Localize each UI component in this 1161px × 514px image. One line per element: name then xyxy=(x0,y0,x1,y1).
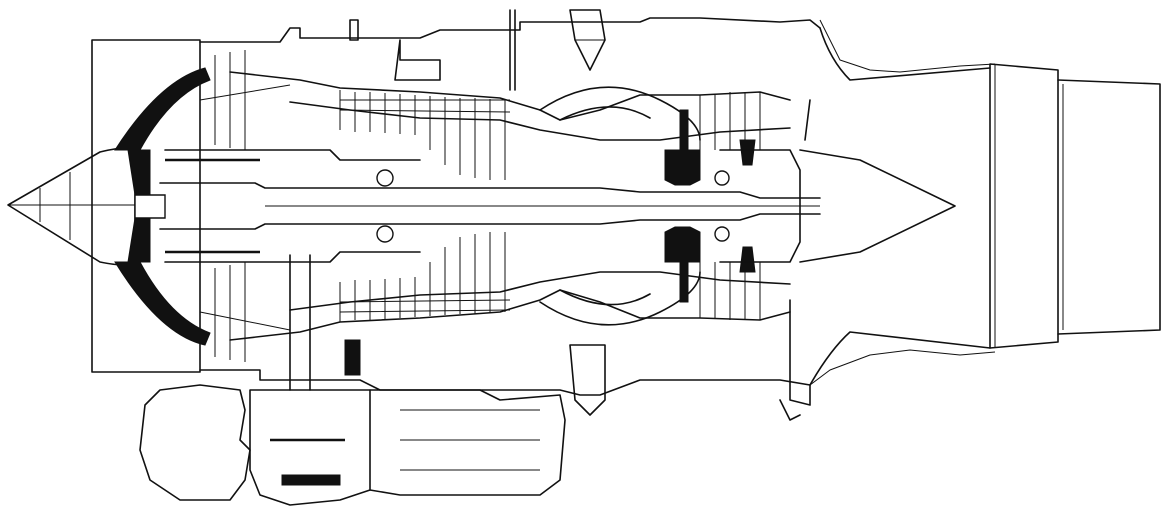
nose-cone xyxy=(7,147,136,266)
accessory-gearbox xyxy=(139,254,566,506)
exhaust-cone xyxy=(799,19,996,386)
main-shaft xyxy=(159,149,821,263)
turbine xyxy=(664,92,801,320)
bearings-and-pipes xyxy=(349,9,811,421)
intake-fan xyxy=(91,39,291,373)
combustor xyxy=(539,9,701,416)
compressor xyxy=(199,17,821,396)
jet-pipe xyxy=(989,63,1161,349)
